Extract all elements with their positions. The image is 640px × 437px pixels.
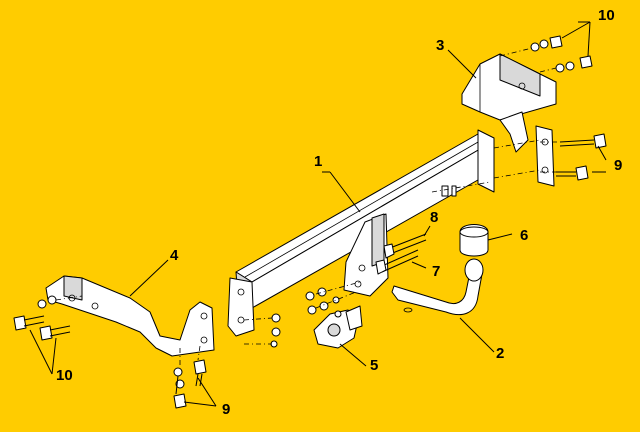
label-2: 2 — [496, 345, 504, 362]
top-bolts-10 — [499, 35, 593, 73]
left-nuts — [243, 313, 281, 348]
part-labels: 1 2 3 4 5 6 7 8 9 9 10 10 — [56, 7, 622, 418]
beam-spacers — [431, 139, 541, 197]
label-leaders — [29, 21, 607, 407]
tow-ball-cap — [459, 224, 489, 257]
right-bracket — [461, 53, 557, 187]
label-10-top: 10 — [598, 7, 615, 24]
label-4: 4 — [170, 247, 179, 264]
label-1: 1 — [314, 153, 322, 170]
label-6: 6 — [520, 227, 528, 244]
socket-plate — [313, 305, 363, 349]
label-7: 7 — [432, 263, 440, 280]
left-bracket — [45, 275, 215, 357]
label-8: 8 — [430, 209, 438, 226]
tow-ball-neck — [391, 258, 484, 316]
bolt-8 — [383, 233, 427, 259]
hanger-nuts — [305, 281, 361, 318]
bottom-bolts-9 — [173, 345, 207, 409]
label-9-right: 9 — [614, 157, 622, 174]
label-9-bottom: 9 — [222, 401, 230, 418]
label-10-left: 10 — [56, 367, 73, 384]
label-5: 5 — [370, 357, 378, 374]
right-bolts-9 — [540, 133, 607, 181]
cross-beam — [227, 129, 495, 337]
label-3: 3 — [436, 37, 444, 54]
bolt-7 — [375, 249, 419, 275]
left-bolts-10 — [13, 295, 83, 341]
